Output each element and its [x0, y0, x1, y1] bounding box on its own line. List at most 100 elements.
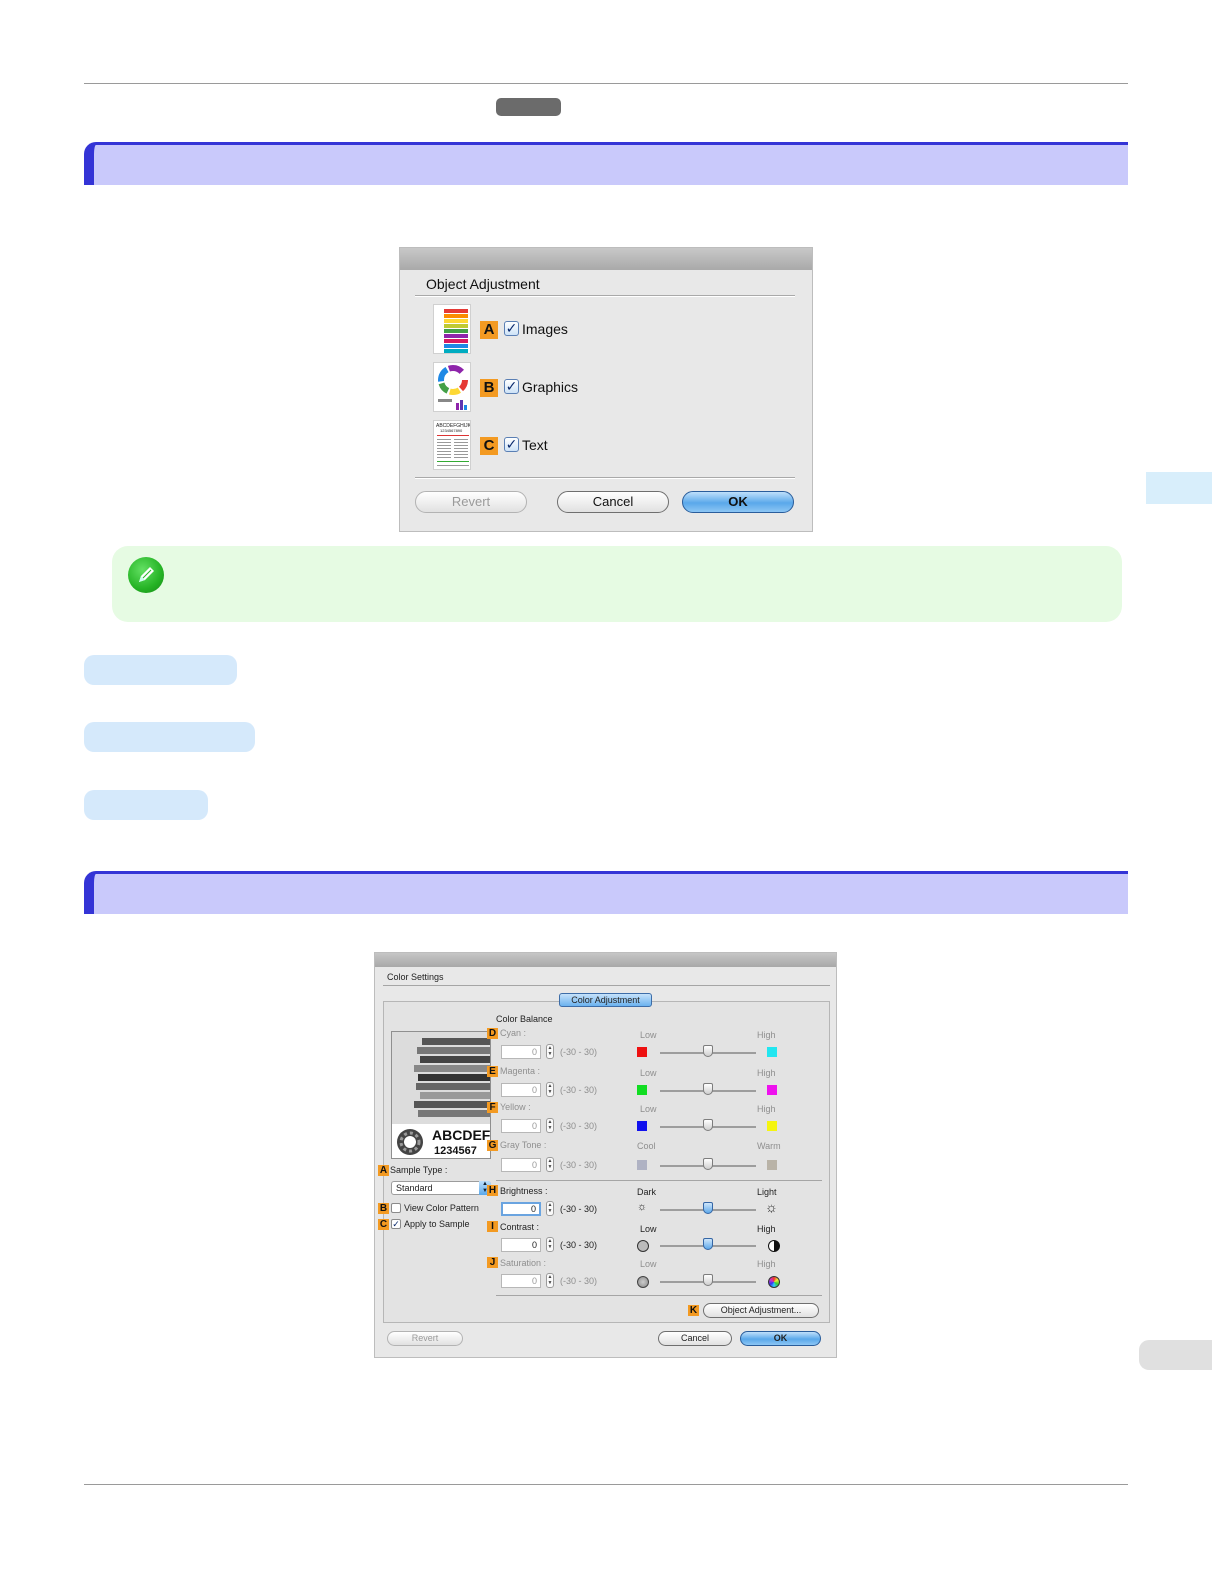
- yellow-low-label: Low: [640, 1104, 657, 1114]
- text-label: Text: [522, 437, 548, 453]
- magenta-low-swatch: [637, 1085, 647, 1095]
- gray-tone-label: Gray Tone :: [500, 1140, 547, 1150]
- contrast-high-label: High: [757, 1224, 776, 1234]
- saturation-stepper[interactable]: ▲▼: [546, 1273, 554, 1288]
- gray-tone-input[interactable]: 0: [501, 1158, 541, 1172]
- cyan-label: Cyan :: [500, 1028, 527, 1038]
- cyan-low-label: Low: [640, 1030, 657, 1040]
- dialog-titlebar: [400, 248, 812, 270]
- cancel-button[interactable]: Cancel: [658, 1331, 732, 1346]
- magenta-input[interactable]: 0: [501, 1083, 541, 1097]
- gray-tone-high-label: Warm: [757, 1141, 781, 1151]
- revert-button[interactable]: Revert: [415, 491, 527, 513]
- ok-button[interactable]: OK: [740, 1331, 821, 1346]
- pencils-grayscale-icon: ABCDEF 1234567: [392, 1032, 491, 1158]
- magenta-low-label: Low: [640, 1068, 657, 1078]
- cyan-stepper[interactable]: ▲▼: [546, 1044, 554, 1059]
- cyan-input[interactable]: 0: [501, 1045, 541, 1059]
- contrast-low-label: Low: [640, 1224, 657, 1234]
- brightness-label: Brightness :: [500, 1186, 548, 1196]
- view-color-pattern-label: View Color Pattern: [404, 1203, 479, 1213]
- callout-b: B: [378, 1203, 389, 1214]
- saturation-label: Saturation :: [500, 1258, 547, 1268]
- cyan-slider-knob[interactable]: [703, 1045, 713, 1057]
- callout-f: F: [487, 1102, 498, 1113]
- brightness-slider-knob[interactable]: [703, 1202, 713, 1214]
- callout-k: K: [688, 1305, 699, 1316]
- color-wheel-icon: [438, 365, 468, 410]
- sun-large-icon: ☼: [765, 1199, 778, 1215]
- tab-color-adjustment[interactable]: Color Adjustment: [559, 993, 652, 1007]
- yellow-slider-knob[interactable]: [703, 1119, 713, 1131]
- heading-divider: [415, 295, 795, 297]
- images-checkbox[interactable]: ✓: [504, 320, 519, 336]
- graphics-checkbox[interactable]: ✓: [504, 378, 519, 394]
- bottom-rule: [84, 1484, 1128, 1485]
- subheading-pill-2: [84, 722, 255, 752]
- cyan-high-swatch: [767, 1047, 777, 1057]
- heading-divider: [383, 985, 830, 986]
- cyan-range: (-30 - 30): [560, 1047, 598, 1057]
- saturation-slider-knob[interactable]: [703, 1274, 713, 1286]
- magenta-range: (-30 - 30): [560, 1085, 598, 1095]
- brightness-high-label: Light: [757, 1187, 777, 1197]
- sample-text-2: 1234567: [434, 1145, 477, 1157]
- ok-button[interactable]: OK: [682, 491, 794, 513]
- callout-i: I: [487, 1221, 498, 1232]
- callout-h: H: [487, 1185, 498, 1196]
- callout-a: A: [378, 1165, 389, 1176]
- buttons-divider: [415, 477, 795, 479]
- contrast-low-icon: [637, 1240, 649, 1252]
- yellow-high-label: High: [757, 1104, 776, 1114]
- saturation-low-label: Low: [640, 1259, 657, 1269]
- saturation-high-label: High: [757, 1259, 776, 1269]
- contrast-input[interactable]: 0: [501, 1238, 541, 1252]
- sample-text-1: ABCDEF: [432, 1127, 491, 1143]
- text-document-icon: ABCDEFGHIJK 1234567890: [436, 423, 471, 466]
- subheading-pill-1: [84, 655, 237, 685]
- balance-divider: [496, 1180, 822, 1181]
- adjust-divider: [496, 1295, 822, 1296]
- text-thumbnail: ABCDEFGHIJK 1234567890: [433, 420, 471, 470]
- sample-type-value: Standard: [396, 1183, 433, 1193]
- magenta-high-label: High: [757, 1068, 776, 1078]
- dialog-titlebar: [375, 953, 836, 967]
- magenta-slider-knob[interactable]: [703, 1083, 713, 1095]
- gray-tone-stepper[interactable]: ▲▼: [546, 1157, 554, 1172]
- gray-tone-range: (-30 - 30): [560, 1160, 598, 1170]
- gray-tone-slider-knob[interactable]: [703, 1158, 713, 1170]
- gray-tone-high-swatch: [767, 1160, 777, 1170]
- yellow-input[interactable]: 0: [501, 1119, 541, 1133]
- brightness-stepper[interactable]: ▲▼: [546, 1201, 554, 1216]
- view-color-pattern-checkbox[interactable]: [391, 1203, 401, 1213]
- cancel-button[interactable]: Cancel: [557, 491, 669, 513]
- callout-a: A: [480, 321, 498, 339]
- contrast-stepper[interactable]: ▲▼: [546, 1237, 554, 1252]
- brightness-input[interactable]: 0: [501, 1202, 541, 1216]
- revert-button[interactable]: Revert: [387, 1331, 463, 1346]
- yellow-stepper[interactable]: ▲▼: [546, 1118, 554, 1133]
- contrast-high-icon: [768, 1240, 780, 1252]
- saturation-input[interactable]: 0: [501, 1274, 541, 1288]
- svg-text:1234567890: 1234567890: [440, 428, 463, 433]
- object-adjustment-dialog: Object Adjustment ABC: [399, 247, 813, 532]
- section-heading-bar-2: [84, 871, 1128, 914]
- apply-to-sample-checkbox[interactable]: ✓: [391, 1219, 401, 1229]
- magenta-stepper[interactable]: ▲▼: [546, 1082, 554, 1097]
- text-checkbox[interactable]: ✓: [504, 436, 519, 452]
- yellow-high-swatch: [767, 1121, 777, 1131]
- pencils-icon: [444, 309, 468, 353]
- sample-type-select[interactable]: Standard ▲▼: [391, 1181, 491, 1195]
- saturation-range: (-30 - 30): [560, 1276, 598, 1286]
- contrast-label: Contrast :: [500, 1222, 540, 1232]
- object-adjustment-button[interactable]: Object Adjustment...: [703, 1303, 819, 1318]
- dialog-heading: Color Settings: [387, 972, 444, 982]
- contrast-slider-knob[interactable]: [703, 1238, 713, 1250]
- svg-text:ABCDEFGHIJK: ABCDEFGHIJK: [436, 423, 471, 429]
- gray-tone-low-swatch: [637, 1160, 647, 1170]
- yellow-low-swatch: [637, 1121, 647, 1131]
- cyan-high-label: High: [757, 1030, 776, 1040]
- pencil-icon: [139, 567, 154, 582]
- dialog-heading: Object Adjustment: [426, 276, 540, 292]
- section-heading-bar-1: [84, 142, 1128, 185]
